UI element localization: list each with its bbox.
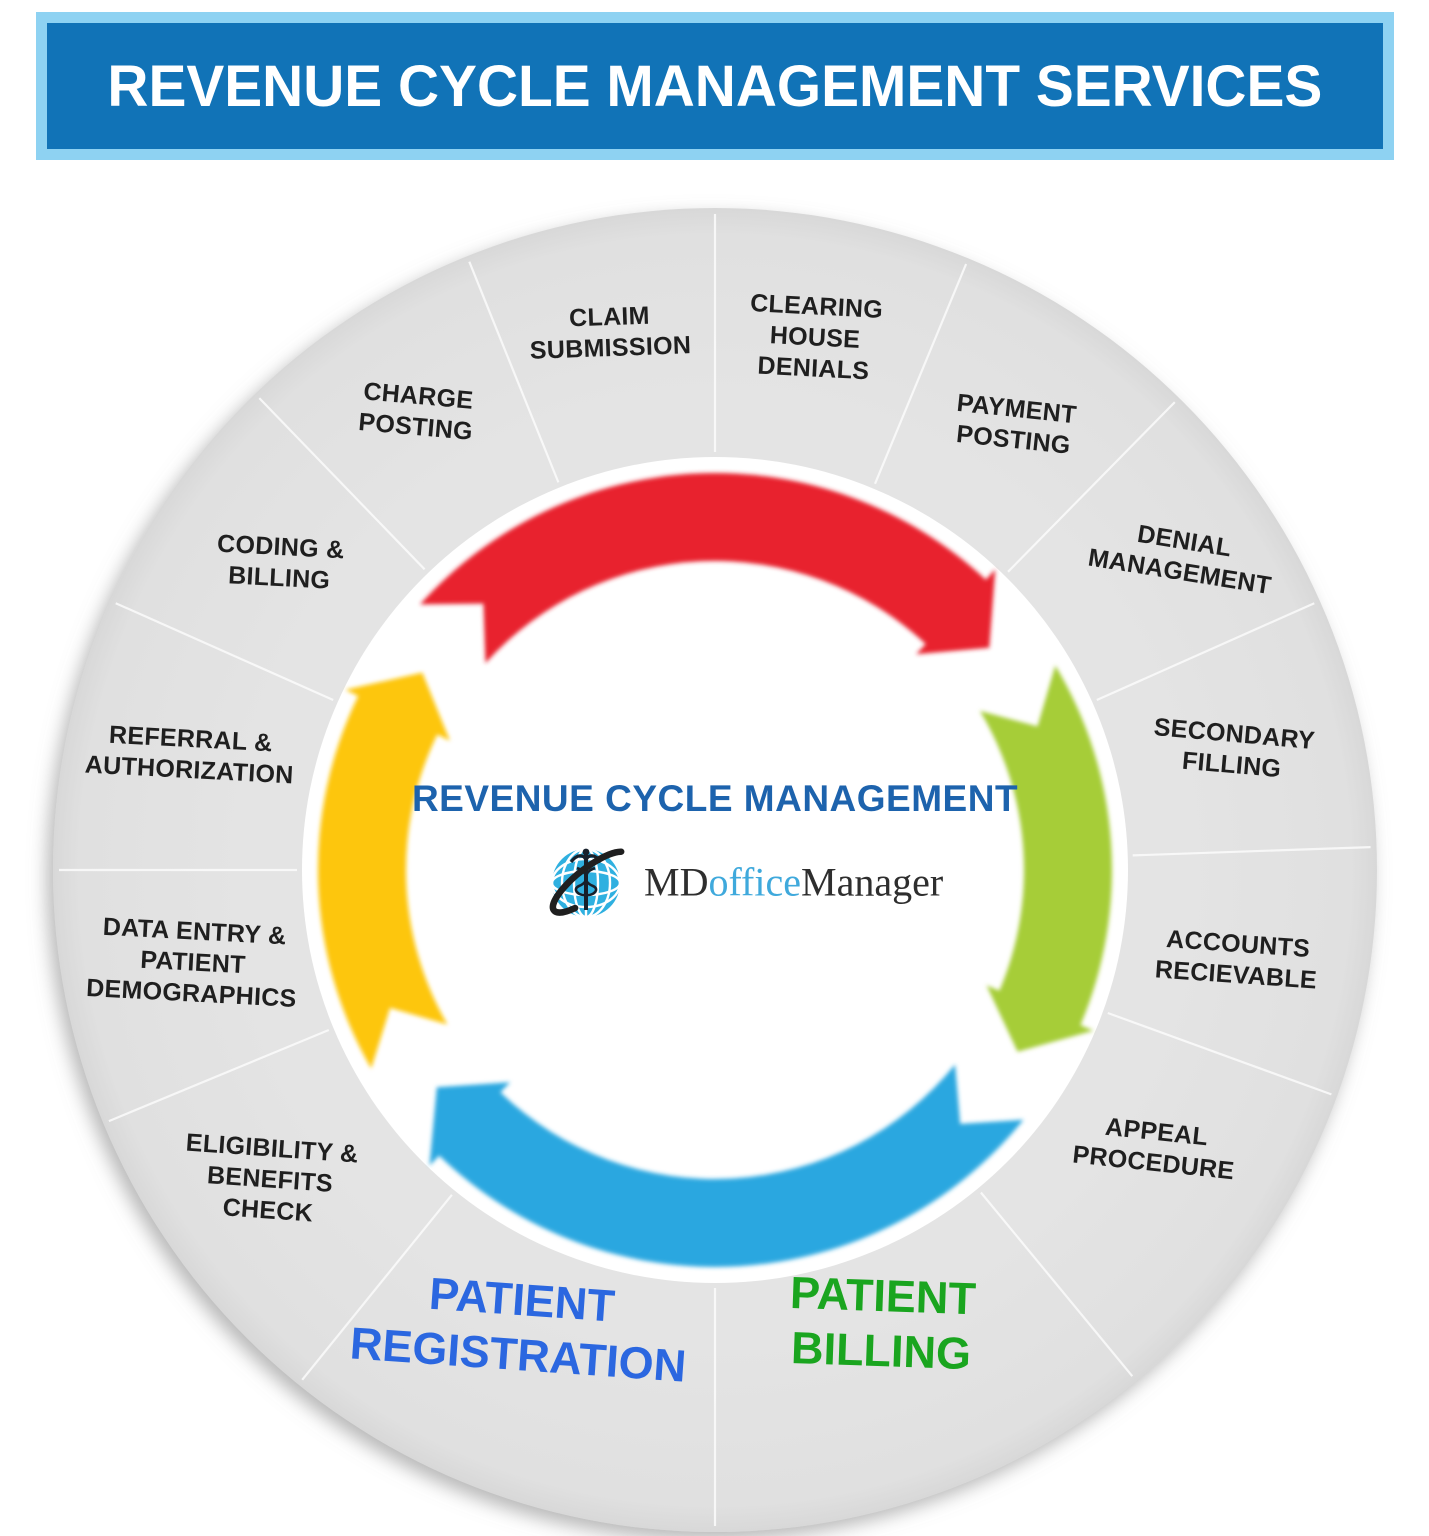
segment-divider xyxy=(258,397,426,571)
segment-dividers xyxy=(59,214,1371,1526)
title-banner: REVENUE CYCLE MANAGEMENT SERVICES xyxy=(36,12,1394,160)
segment-divider xyxy=(1107,1011,1332,1096)
title-banner-inner: REVENUE CYCLE MANAGEMENT SERVICES xyxy=(47,23,1383,149)
segment-label-payment-posting: PAYMENT POSTING xyxy=(954,388,1078,460)
logo-text-office: office xyxy=(708,859,801,905)
segment-divider xyxy=(1007,401,1176,573)
segment-label-eligibility-benefits-check: ELIGIBILITY & BENEFITS CHECK xyxy=(184,1128,360,1228)
logo-text-md: MD xyxy=(644,859,709,905)
segment-label-clearing-house-denials: CLEARING HOUSE DENIALS xyxy=(749,289,884,386)
segment-divider xyxy=(301,1194,453,1381)
segment-divider xyxy=(468,261,560,483)
phase-label-patient-registration: PATIENT REGISTRATION xyxy=(348,1267,688,1392)
phase-label-patient-billing: PATIENT BILLING xyxy=(789,1266,977,1380)
inner-white-circle xyxy=(302,457,1128,1283)
segment-label-referral-authorization: REFERRAL & AUTHORIZATION xyxy=(84,720,295,790)
segment-divider xyxy=(980,1191,1134,1377)
orbit-swoosh-icon xyxy=(549,848,625,916)
segment-label-claim-submission: CLAIM SUBMISSION xyxy=(529,301,692,365)
segment-label-coding-billing: CODING & BILLING xyxy=(216,529,346,595)
segment-label-data-entry-patient-demographics: DATA ENTRY & PATIENT DEMOGRAPHICS xyxy=(85,912,298,1013)
cycle-arrow-yellow xyxy=(318,672,450,1069)
cycle-arrow-red xyxy=(420,473,996,664)
segment-divider xyxy=(1132,846,1371,857)
cycle-arrow-blue xyxy=(429,1064,1024,1267)
logo-text-manager: Manager xyxy=(801,859,944,905)
segment-divider xyxy=(873,263,968,485)
mdofficemanager-logo-text: MDofficeManager xyxy=(644,859,943,906)
caduceus-icon xyxy=(569,848,603,910)
center-heading: REVENUE CYCLE MANAGEMENT xyxy=(411,778,1019,819)
segment-divider xyxy=(108,1028,330,1123)
segment-divider xyxy=(1096,602,1315,702)
page-title: REVENUE CYCLE MANAGEMENT SERVICES xyxy=(107,53,1323,119)
segment-label-accounts-receivable: ACCOUNTS RECIEVABLE xyxy=(1154,925,1318,995)
mdofficemanager-logo-globe xyxy=(549,847,625,919)
segment-label-charge-posting: CHARGE POSTING xyxy=(357,377,475,446)
segment-divider xyxy=(115,602,334,702)
cycle-arrow-green xyxy=(979,665,1112,1052)
cycle-arrows xyxy=(318,473,1112,1267)
